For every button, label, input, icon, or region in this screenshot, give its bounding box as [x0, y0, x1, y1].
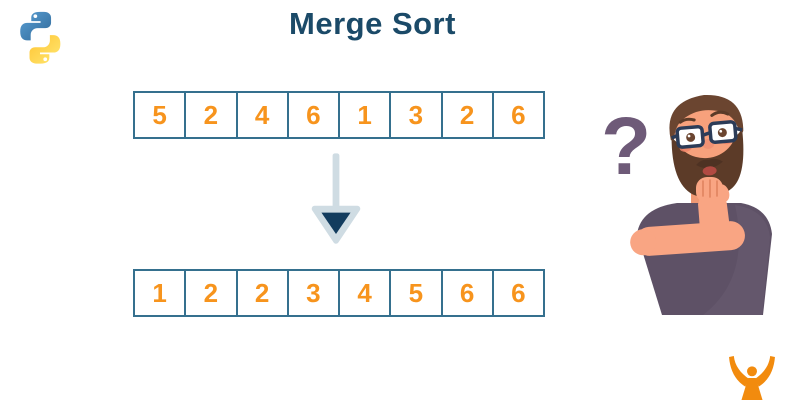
man-hand	[696, 177, 730, 203]
array-cell: 1	[135, 271, 187, 315]
man-forearm	[698, 189, 732, 244]
array-cell: 2	[186, 271, 238, 315]
sorted-array: 1 2 2 3 4 5 6 6	[133, 269, 545, 317]
array-cell: 4	[238, 93, 289, 137]
array-cell: 6	[511, 277, 526, 308]
page-title: Merge Sort	[289, 6, 456, 41]
array-cell: 2	[238, 271, 289, 315]
question-mark-icon: ?	[601, 101, 651, 192]
man-head	[669, 95, 744, 198]
man-hair	[669, 95, 744, 141]
thinking-man-illustration: ?	[601, 95, 772, 315]
array-cell: 6	[511, 99, 526, 130]
python-logo-icon	[20, 11, 61, 64]
man-mouth	[702, 166, 717, 176]
man-mustache	[696, 158, 723, 169]
array-cell: 6	[289, 93, 340, 137]
eye-glint	[687, 134, 691, 138]
favtutor-logo-icon	[729, 356, 775, 400]
array-cell: 2	[443, 93, 494, 137]
down-arrow-icon	[311, 153, 361, 244]
man-eyebrow	[710, 110, 730, 117]
array-cell: 5	[135, 93, 187, 137]
array-cell: 5	[391, 271, 443, 315]
unsorted-array: 5 2 4 6 1 3 2 6	[133, 91, 545, 139]
eye-glint	[719, 129, 723, 133]
man-eyebrow	[678, 117, 696, 124]
array-cell: 1	[340, 93, 392, 137]
array-cell: 3	[391, 93, 443, 137]
man-shirt-highlight	[703, 205, 770, 315]
array-cell: 3	[289, 271, 340, 315]
array-cell: 6	[443, 271, 494, 315]
array-cell: 2	[186, 93, 238, 137]
array-cell: 4	[340, 271, 392, 315]
